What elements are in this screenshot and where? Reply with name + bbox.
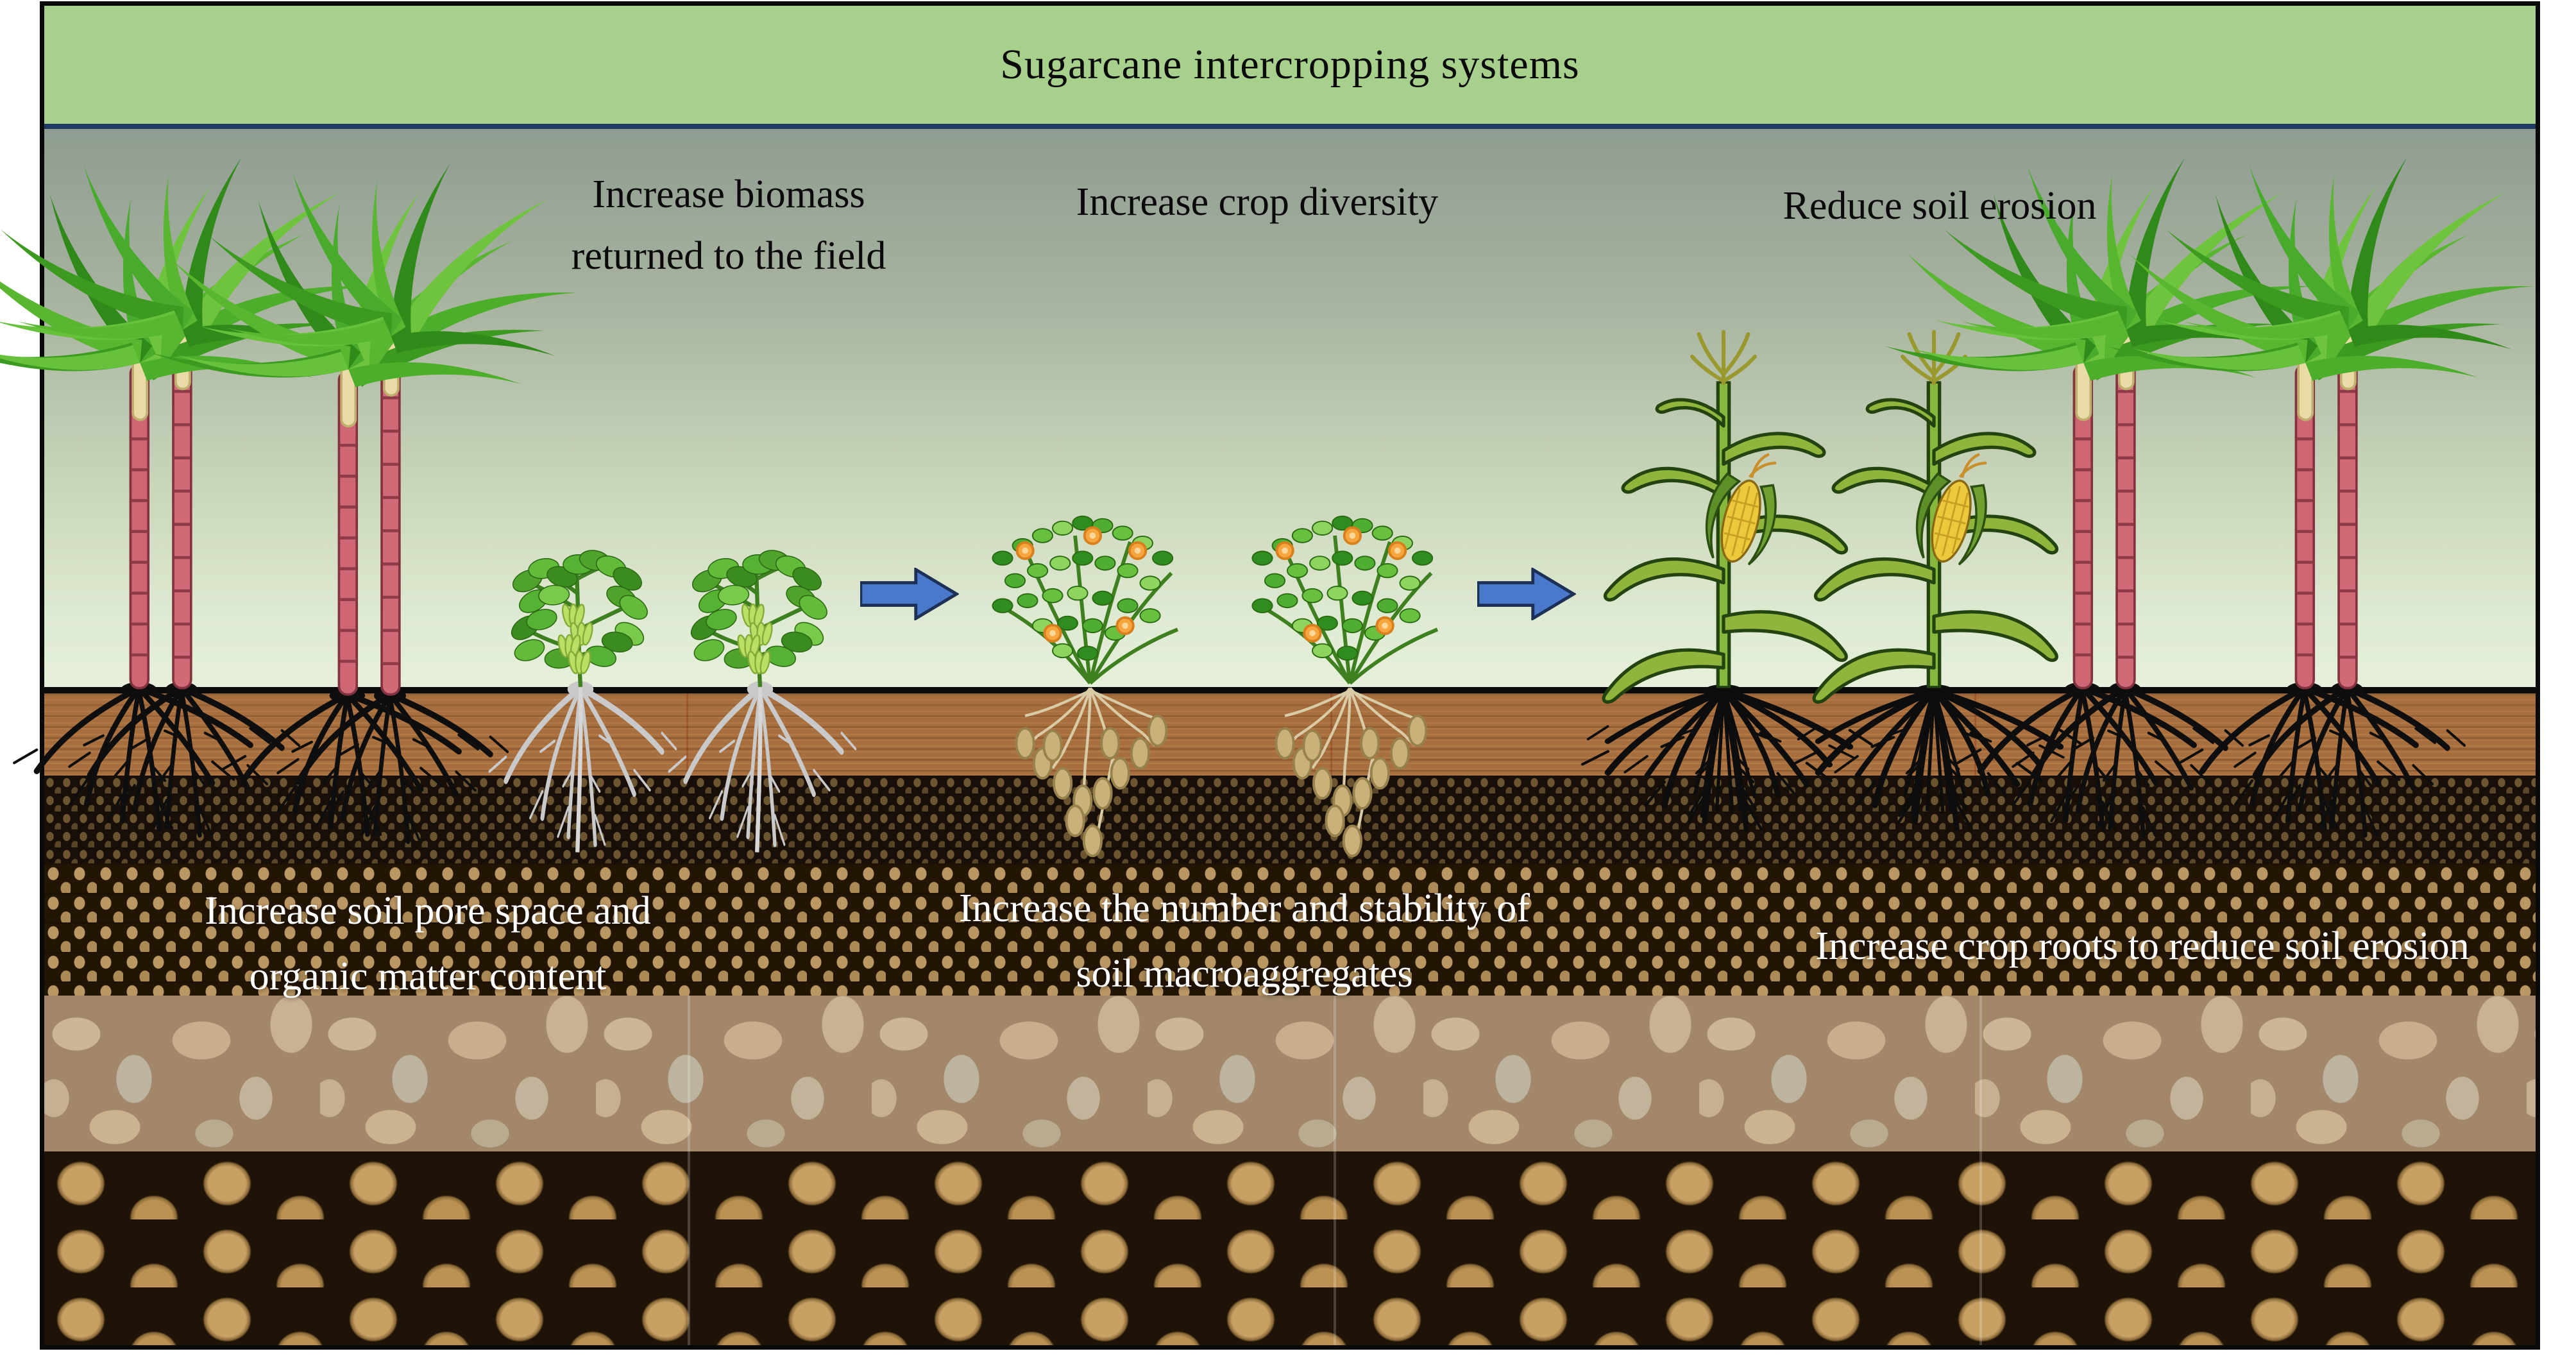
label-crop-roots-erosion: Increase crop roots to reduce soil erosi… [1815, 924, 2470, 968]
flow-arrow-right-icon [1477, 568, 1576, 620]
sugarcane-plant [224, 194, 509, 858]
flow-arrow-right-icon [860, 568, 959, 620]
label-soil-pore-space: Increase soil pore space and organic mat… [205, 889, 651, 998]
peanut-plant [1251, 515, 1439, 857]
sugarcane-plant [2181, 187, 2466, 852]
soybean-plant [648, 548, 872, 885]
texture-seams [44, 996, 2536, 1345]
fine-aggregate-layer [44, 863, 2536, 996]
cobble-layer [44, 1151, 2536, 1345]
sugarcane-intercropping-figure: Sugarcane intercropping systems Increase… [40, 1, 2540, 1350]
label-increase-biomass: Increase biomass returned to the field [571, 173, 886, 278]
label-increase-crop-diversity: Increase crop diversity [1076, 180, 1439, 224]
figure-title: Sugarcane intercropping systems [1000, 41, 1580, 88]
label-reduce-soil-erosion: Reduce soil erosion [1783, 184, 2097, 228]
stone-fragment-layer [44, 996, 2536, 1151]
dark-aggregate-layer [44, 776, 2536, 863]
title-bar: Sugarcane intercropping systems [44, 6, 2536, 129]
label-soil-macroaggregates: Increase the number and stability of soi… [958, 887, 1530, 996]
